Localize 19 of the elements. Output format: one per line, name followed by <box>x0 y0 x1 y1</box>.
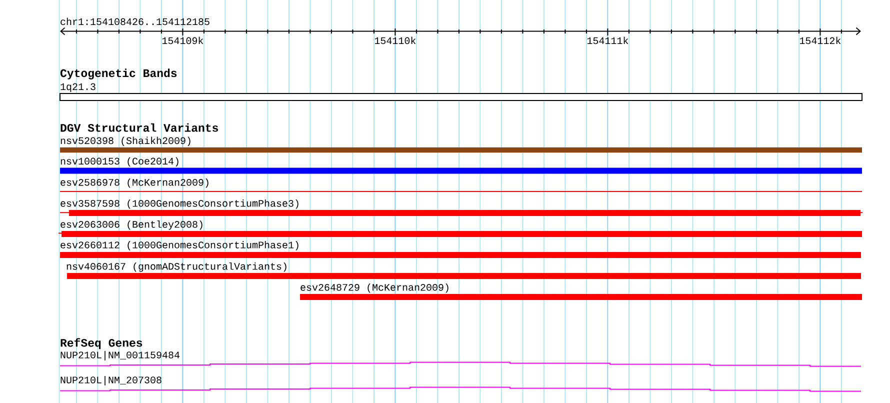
cytoband-label: 1q21.3 <box>60 83 96 92</box>
track-heading: Cytogenetic Bands <box>60 68 177 80</box>
track-heading: DGV Structural Variants <box>60 123 218 132</box>
variant-label: nsv1000153 (Coe2014) <box>60 157 178 167</box>
tick-label: 154111k <box>587 36 628 44</box>
variant-label: nsv4060167 (gnomADStructuralVariants) <box>66 262 286 272</box>
variant-label: esv3587598 (1000GenomesConsortiumPhase3) <box>60 199 298 209</box>
tick-label: 154109k <box>162 36 204 44</box>
gene-label: NUP210L|NM_207308 <box>60 376 162 386</box>
variant-label: esv2063006 (Bentley2008) <box>60 220 202 230</box>
variant-label: esv2660112 (1000GenomesConsortiumPhase1) <box>60 241 298 250</box>
variant-label: esv2586978 (McKernan2009) <box>60 178 208 188</box>
variant-label: esv2648729 (McKernan2009) <box>300 283 448 293</box>
variant-label: nsv520398 (Shaikh2009) <box>60 136 190 146</box>
track-heading: RefSeq Genes <box>60 338 142 350</box>
ruler-title: chr1:154108426..154112185 <box>60 18 210 26</box>
gene-label: NUP210L|NM_001159484 <box>60 351 180 360</box>
tick-label: 154110k <box>374 36 416 44</box>
tick-label: 154112k <box>800 36 841 44</box>
